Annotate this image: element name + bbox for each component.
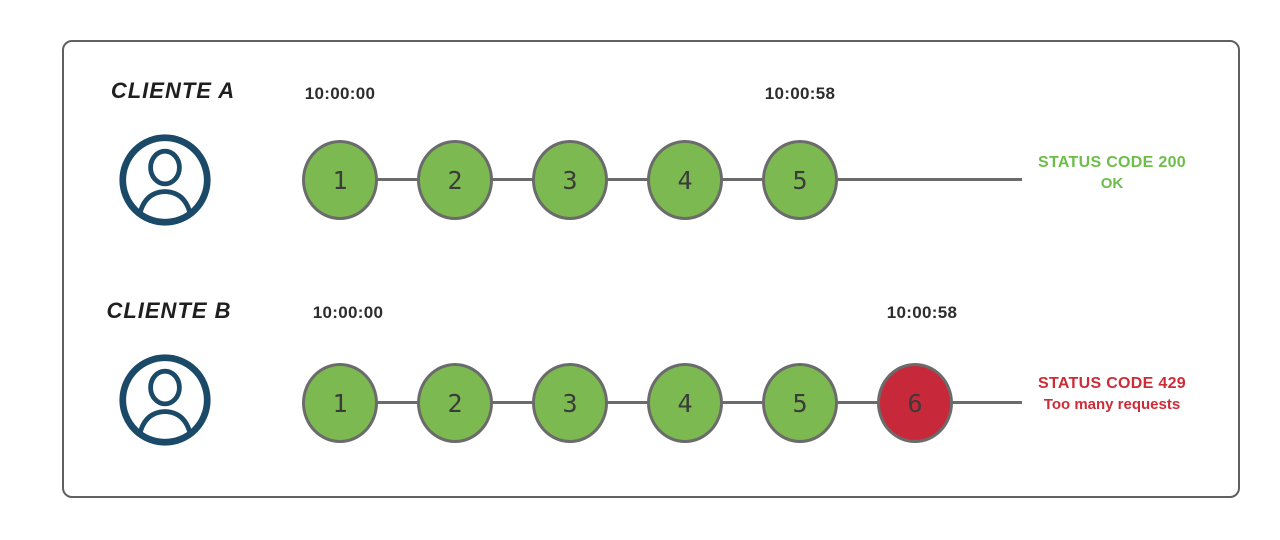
request-circle-1: 1 [302, 140, 378, 220]
request-number: 4 [677, 388, 693, 418]
request-circle-1: 1 [302, 363, 378, 443]
request-number: 3 [562, 165, 578, 195]
end-timestamp: 10:00:58 [764, 84, 836, 103]
request-circle-4: 4 [647, 140, 723, 220]
status-line1: STATUS CODE 429 [1038, 375, 1186, 392]
status-code-200: STATUS CODE 200 OK [1022, 153, 1202, 193]
request-number: 1 [332, 388, 348, 418]
end-timestamp: 10:00:58 [886, 303, 958, 322]
request-number: 5 [792, 388, 808, 418]
request-number: 1 [332, 165, 348, 195]
start-timestamp: 10:00:00 [312, 303, 384, 322]
request-number: 2 [447, 388, 463, 418]
request-circle-3: 3 [532, 140, 608, 220]
request-number: 2 [447, 165, 463, 195]
start-timestamp: 10:00:00 [304, 84, 376, 103]
request-circle-6-rate-limited: 6 [877, 363, 953, 443]
diagram-frame [62, 40, 1240, 498]
request-circle-5: 5 [762, 363, 838, 443]
status-line2: OK [1100, 174, 1124, 192]
request-number: 3 [562, 388, 578, 418]
user-avatar-icon [117, 132, 213, 228]
request-circle-2: 2 [417, 363, 493, 443]
request-circle-5: 5 [762, 140, 838, 220]
status-line2: Too many requests [1043, 395, 1181, 413]
status-code-429: STATUS CODE 429 Too many requests [1022, 374, 1202, 414]
client-a-label: CLIENTE A [110, 78, 236, 103]
request-circle-4: 4 [647, 363, 723, 443]
request-circle-2: 2 [417, 140, 493, 220]
status-line1: STATUS CODE 200 [1038, 154, 1186, 171]
request-circle-3: 3 [532, 363, 608, 443]
request-number: 6 [907, 388, 923, 418]
user-avatar-icon [117, 352, 213, 448]
request-number: 5 [792, 165, 808, 195]
client-b-label: CLIENTE B [106, 298, 232, 323]
request-number: 4 [677, 165, 693, 195]
